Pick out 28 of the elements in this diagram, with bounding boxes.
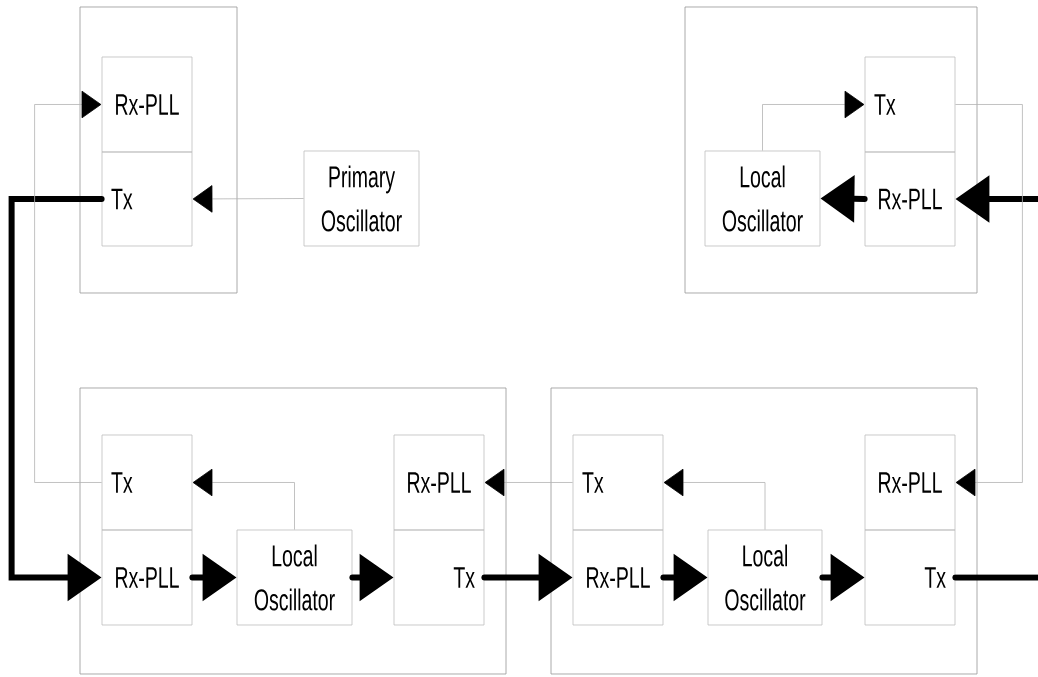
module-frame [79, 6, 238, 294]
arrow [192, 185, 304, 213]
block-box: Tx [393, 529, 485, 626]
arrow [484, 468, 573, 497]
oscillator-box: Primary Oscillator [303, 150, 420, 247]
module-frame [79, 387, 507, 675]
block-box: Tx [101, 151, 193, 247]
block-box: Rx-PLL [864, 434, 956, 531]
arrow [192, 468, 295, 530]
block-box: Rx-PLL [572, 529, 664, 626]
arrow [955, 104, 1023, 497]
module-frame [684, 6, 978, 294]
block-box: Tx [864, 529, 956, 626]
arrow [34, 90, 102, 483]
oscillator-box: Local Oscillator [236, 529, 353, 626]
arrow [663, 468, 766, 530]
block-box: Rx-PLL [101, 529, 193, 626]
block-box: Rx-PLL [101, 56, 193, 153]
block-box: Rx-PLL [864, 151, 956, 247]
oscillator-box: Local Oscillator [707, 529, 823, 626]
arrow [762, 90, 865, 151]
module-frame [550, 387, 978, 675]
block-box: Tx [864, 56, 956, 153]
signal-line [952, 574, 1038, 581]
block-box: Tx [101, 434, 193, 531]
oscillator-box: Local Oscillator [704, 150, 821, 247]
block-box: Rx-PLL [393, 434, 485, 531]
block-box: Tx [572, 434, 664, 531]
